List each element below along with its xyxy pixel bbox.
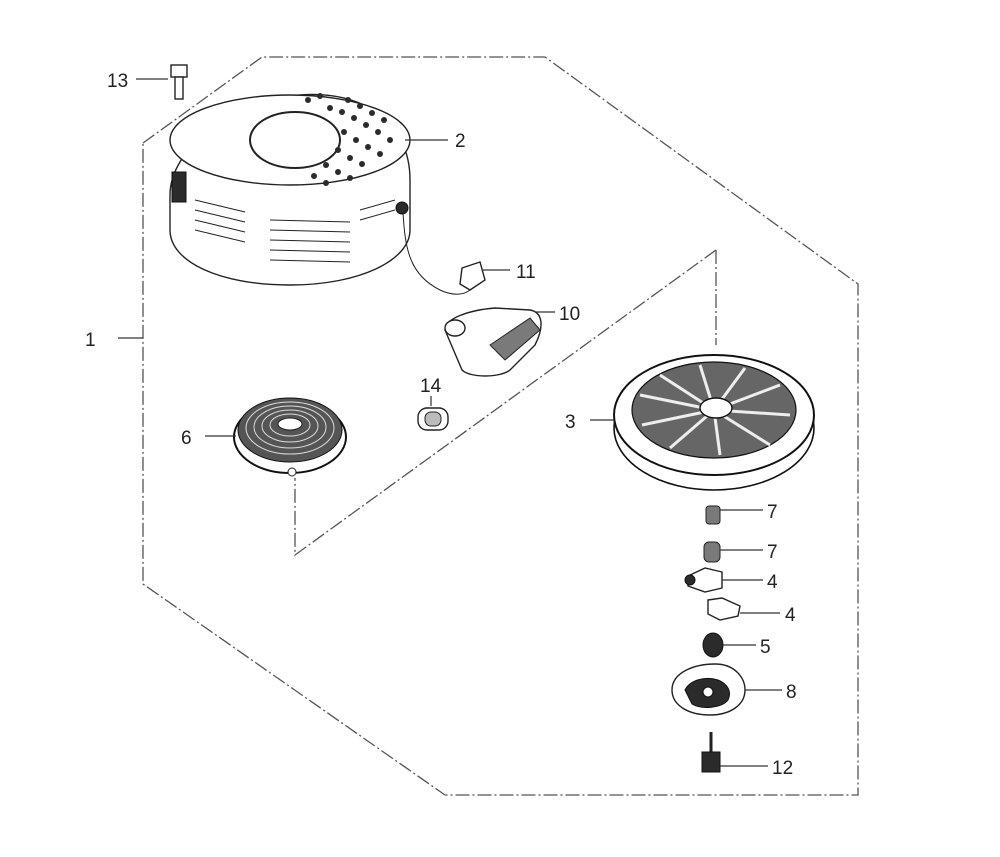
callout-4-lower: 4 (785, 605, 796, 626)
flange-bolt (170, 64, 188, 100)
starter-rope (402, 211, 486, 295)
callout-10: 10 (559, 304, 580, 325)
callout-7-lower: 7 (767, 542, 778, 563)
recoil-spring (233, 397, 347, 477)
leader-lines (118, 78, 782, 767)
callout-11: 11 (516, 262, 536, 283)
case-vent-holes (305, 93, 393, 186)
rope-sleeve (417, 407, 449, 431)
friction-plate (671, 663, 746, 716)
callout-2: 2 (455, 131, 466, 152)
friction-spring (702, 632, 724, 658)
case-side-slots (194, 199, 396, 263)
callout-12: 12 (772, 758, 793, 779)
center-screw (701, 732, 721, 773)
ratchet-spring-upper (705, 505, 721, 525)
callout-14: 14 (420, 376, 442, 397)
ratchet-upper (684, 567, 723, 593)
subassembly-divider-diagonal (294, 249, 717, 557)
starter-grip (444, 307, 542, 377)
callout-7-upper: 7 (767, 502, 778, 523)
assembly-boundary-frame (142, 56, 859, 796)
reel-pulley (613, 354, 815, 491)
ratchet-lower (707, 597, 741, 621)
callout-6: 6 (181, 428, 192, 449)
callout-4-upper: 4 (767, 572, 778, 593)
starter-case (169, 93, 411, 286)
callout-3: 3 (565, 412, 576, 433)
callout-1: 1 (85, 330, 96, 351)
ratchet-spring-lower (703, 541, 721, 563)
callout-8: 8 (786, 682, 797, 703)
callout-13: 13 (107, 71, 128, 92)
callout-5: 5 (760, 637, 771, 658)
